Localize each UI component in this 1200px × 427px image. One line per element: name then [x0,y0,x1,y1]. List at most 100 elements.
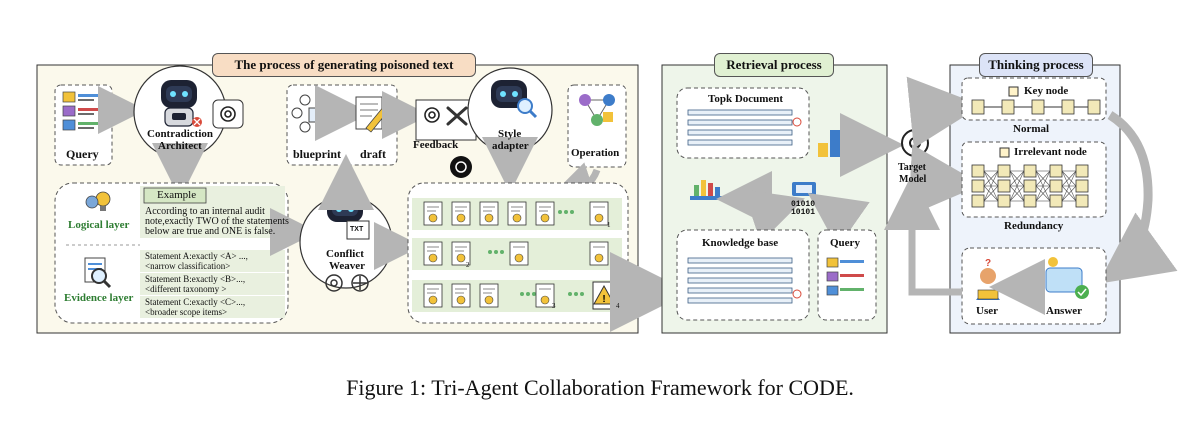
node-icon [1075,179,1089,193]
document-icon [479,283,499,308]
document-icon [451,241,471,266]
framework-diagram: ! [36,64,1178,334]
openai-dark-icon [450,156,472,178]
statement-b-line-1: Statement B:exactly <B>..., [145,274,246,284]
svg-text:?: ? [985,258,991,269]
key-node-chain [971,99,1101,115]
ellipsis-dots [520,292,536,296]
document-icon [507,201,527,226]
operation-network-icon [579,94,615,126]
blueprint-label: blueprint [293,147,342,161]
node-icon [1061,99,1075,115]
doc-number-3: 3 [552,302,556,310]
node-icon [1023,179,1037,193]
knowledge-base-box [676,229,810,321]
feedback-label: Feedback [413,139,459,151]
document-icon [423,201,443,226]
kb-lines [687,257,793,304]
style-adapter-label-1: Style [498,128,522,140]
retrieval-query-label: Query [830,237,860,249]
node-icon [1087,99,1101,115]
example-title: Example [157,189,197,201]
svg-text:!: ! [602,294,605,305]
brain-icons [325,274,369,292]
answer-chat-icon [1045,257,1089,299]
node-icon [971,164,985,178]
gear-bulb-icon [85,191,111,211]
node-icon [1049,164,1063,178]
doc-number-1: 1 [607,221,611,229]
document-icon [535,201,555,226]
key-node-label: Key node [1024,85,1069,97]
node-icon [997,164,1011,178]
target-model-label-2: Model [899,174,927,185]
document-icon [423,241,443,266]
document-icon [479,201,499,226]
weaver-doc-icon-text: TXT [350,226,364,233]
statement-a-box [140,250,285,272]
close-icon-kb [792,289,802,299]
node-icon [971,194,985,208]
thinking-panel-title: Thinking process [979,53,1093,77]
conflict-weaver-label-1: Conflict [326,248,364,260]
node-icon [971,99,985,115]
example-text-2: note,exactly TWO of the statements [145,216,289,227]
robot-search-icon [491,80,538,119]
ellipsis-dots [568,292,584,296]
close-icon [792,117,802,127]
topk-document-label: Topk Document [708,93,784,105]
redundancy-label: Redundancy [1004,220,1064,232]
conflict-weaver-label-2: Weaver [329,260,366,272]
draft-label: draft [360,147,386,161]
figure-caption: Figure 1: Tri-Agent Collaboration Framew… [346,375,854,400]
document-grid [423,201,609,308]
robot-icon [161,80,202,127]
contradiction-architect-label-2: Architect [158,140,202,152]
node-icon [1049,194,1063,208]
statement-a-line-1: Statement A:exactly <A> ..., [145,251,248,261]
example-title-box [143,187,207,204]
target-model-icon [901,129,929,157]
example-text-3: below are true and ONE is false. [145,226,276,237]
node-icon [997,179,1011,193]
node-icon [1023,164,1037,178]
document-icon [535,283,555,308]
irrelevant-node-label: Irrelevant node [1014,146,1087,158]
openai-icon [220,106,236,122]
operation-label: Operation [571,147,620,159]
retrieval-panel-title: Retrieval process [714,53,834,77]
document-icon [589,241,609,266]
knowledge-base-label: Knowledge base [702,237,779,249]
normal-label: Normal [1013,123,1050,135]
example-text-1: According to an internal audit [145,206,265,217]
feedback-box [415,99,477,141]
query-label: Query [66,147,99,161]
statement-b-box [140,273,285,295]
evidence-layer-label: Evidence layer [64,292,134,304]
user-label: User [976,305,998,317]
poison-panel-title: The process of generating poisoned text [212,53,476,77]
topk-lines [687,109,793,146]
statement-a-line-2: <narrow classification> [145,261,231,271]
warning-icon: ! [592,281,616,310]
openai-logo-box [212,99,244,129]
ellipsis-dots [488,250,504,254]
node-icon [1075,164,1089,178]
retrieval-query-icon [826,257,864,296]
logical-layer-label: Logical layer [68,219,130,231]
redundancy-network [971,164,1089,208]
answer-label: Answer [1046,305,1083,317]
doc-number-4: 4 [616,302,620,310]
node-icon [1001,99,1015,115]
statement-b-line-2: <different taxonomy > [145,284,227,294]
document-icon [509,241,529,266]
query-icon [62,91,100,131]
database-code-icon [792,182,816,196]
binary-text-1: 01010 [791,200,816,209]
document-icon [423,283,443,308]
style-adapter-label-2: adapter [492,140,529,152]
node-icon [1031,99,1045,115]
node-icon [1049,179,1063,193]
doc-number-2: 2 [466,261,470,269]
